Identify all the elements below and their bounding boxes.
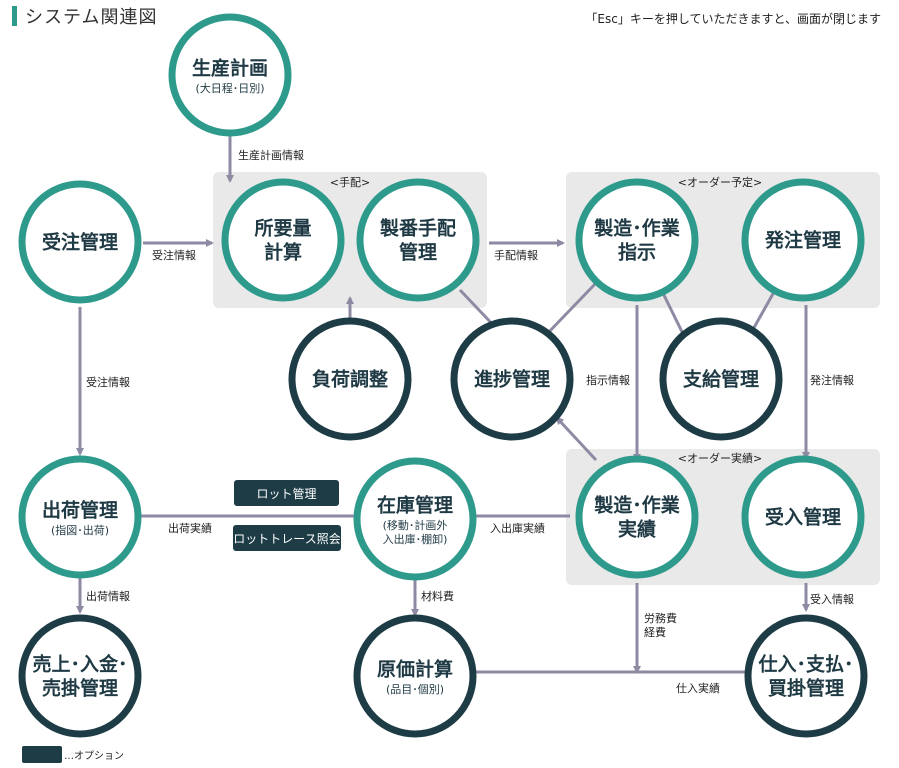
node-sublabel: (大日程･日別)	[195, 81, 264, 95]
node-label: 在庫管理	[377, 494, 453, 517]
node-circle	[221, 178, 345, 302]
edge-labels-layer: 生産計画情報受注情報手配情報受注情報指示情報発注情報出荷実績入出庫実績出荷情報材…	[86, 148, 854, 695]
node-label: 原価計算	[377, 658, 453, 681]
edge-label-nyushukko-jisseki: 入出庫実績	[490, 521, 545, 535]
node-circle	[744, 614, 868, 738]
node-circle	[288, 317, 412, 441]
node-label: 売掛管理	[42, 677, 118, 700]
node-circle	[18, 455, 142, 579]
node-label: 進捗管理	[474, 368, 550, 391]
option-lot-trace: ロットトレース照会	[233, 525, 341, 551]
edge-label-juchu-info-2: 受注情報	[86, 375, 130, 389]
edge-label-tehai-info: 手配情報	[494, 248, 538, 262]
node-circle	[356, 178, 480, 302]
node-label: 売上･入金･	[32, 653, 127, 676]
group-label-tehai: <手配>	[330, 175, 370, 189]
node-uriage: 売上･入金･売掛管理	[18, 614, 142, 738]
node-circle	[18, 614, 142, 738]
node-label: 発注管理	[764, 229, 841, 252]
edge-label-shukka-jisseki: 出荷実績	[168, 521, 212, 535]
edge-label-romu: 経費	[644, 625, 666, 639]
edge-arrow	[555, 416, 598, 462]
node-label: 所要量	[254, 218, 311, 240]
node-label: 生産計画	[192, 57, 268, 80]
edge-label-seisan-info: 生産計画情報	[238, 148, 304, 162]
node-shikyu: 支給管理	[659, 317, 783, 441]
node-circle	[18, 180, 142, 304]
node-circle	[353, 614, 477, 738]
node-label: 製番手配	[379, 217, 456, 240]
option-lot-management: ロット管理	[234, 480, 339, 506]
node-sublabel: 入出庫･棚卸)	[383, 532, 448, 546]
node-circle	[168, 13, 292, 137]
node-label: 出荷管理	[42, 499, 118, 522]
node-circle	[741, 455, 865, 579]
node-label: 支給管理	[682, 368, 759, 391]
page-title: システム関連図	[25, 7, 158, 28]
node-label: 受入管理	[765, 506, 841, 529]
node-label: 受注管理	[42, 231, 118, 254]
node-shukka: 出荷管理(指図･出荷)	[18, 455, 142, 579]
node-label: 製造･作業	[593, 494, 681, 517]
node-shiire: 仕入･支払･買掛管理	[744, 614, 868, 738]
legend-swatch	[22, 746, 62, 763]
legend-text: …オプション	[64, 751, 124, 762]
node-sublabel: (指図･出荷)	[51, 523, 109, 537]
node-genka: 原価計算 (品目･個別)	[353, 614, 477, 738]
nodes-layer: 生産計画(大日程･日別)受注管理所要量計算製番手配管理製造･作業指示発注管理負荷…	[18, 13, 868, 738]
node-circle	[741, 178, 865, 302]
node-circle	[659, 317, 783, 441]
node-circle	[575, 455, 699, 579]
node-label: 管理	[399, 241, 437, 264]
node-label: 実績	[618, 518, 656, 541]
edge-label-ukeire-info: 受入情報	[810, 593, 854, 606]
node-label: 仕入･支払･	[757, 653, 853, 676]
node-ukeire: 受入管理	[741, 455, 865, 579]
edge-label-shiji-info: 指示情報	[586, 373, 630, 387]
edge-label-juchu-info-1: 受注情報	[152, 248, 196, 262]
node-sublabel: (移動･計画外	[383, 518, 448, 532]
node-juchu: 受注管理	[18, 180, 142, 304]
title-accent-bar	[12, 6, 17, 26]
node-circle	[353, 457, 477, 581]
group-label-order-actual: <オーダー実績>	[678, 451, 762, 465]
edge-label-romu: 労務費	[644, 611, 677, 625]
node-hatchu: 発注管理	[741, 178, 865, 302]
edge-label-hatchu-info: 発注情報	[810, 373, 854, 387]
node-sublabel: (品目･個別)	[386, 683, 444, 696]
node-label: 製造･作業	[593, 217, 681, 240]
close-hint: 「Esc」キーを押していただきますと、画面が閉じます	[585, 12, 881, 26]
node-shinchoku: 進捗管理	[450, 317, 574, 441]
node-label: 指示	[618, 242, 656, 264]
group-label-order-plan: <オーダー予定>	[678, 175, 762, 189]
node-circle	[450, 317, 574, 441]
title-bar: システム関連図	[12, 6, 158, 28]
edge-label-zairyo: 材料費	[421, 589, 454, 603]
node-circle	[575, 178, 699, 302]
node-fuka: 負荷調整	[288, 317, 412, 441]
node-seisan: 生産計画(大日程･日別)	[168, 13, 292, 137]
node-label: 計算	[264, 241, 302, 264]
edge-label-shiire-jisseki: 仕入実績	[676, 681, 720, 695]
legend: …オプション	[22, 746, 124, 763]
edge-arrow	[543, 281, 598, 338]
node-label: 負荷調整	[312, 368, 388, 391]
edge-label-shukka-info: 出荷情報	[86, 589, 130, 603]
node-label: 買掛管理	[768, 677, 844, 700]
